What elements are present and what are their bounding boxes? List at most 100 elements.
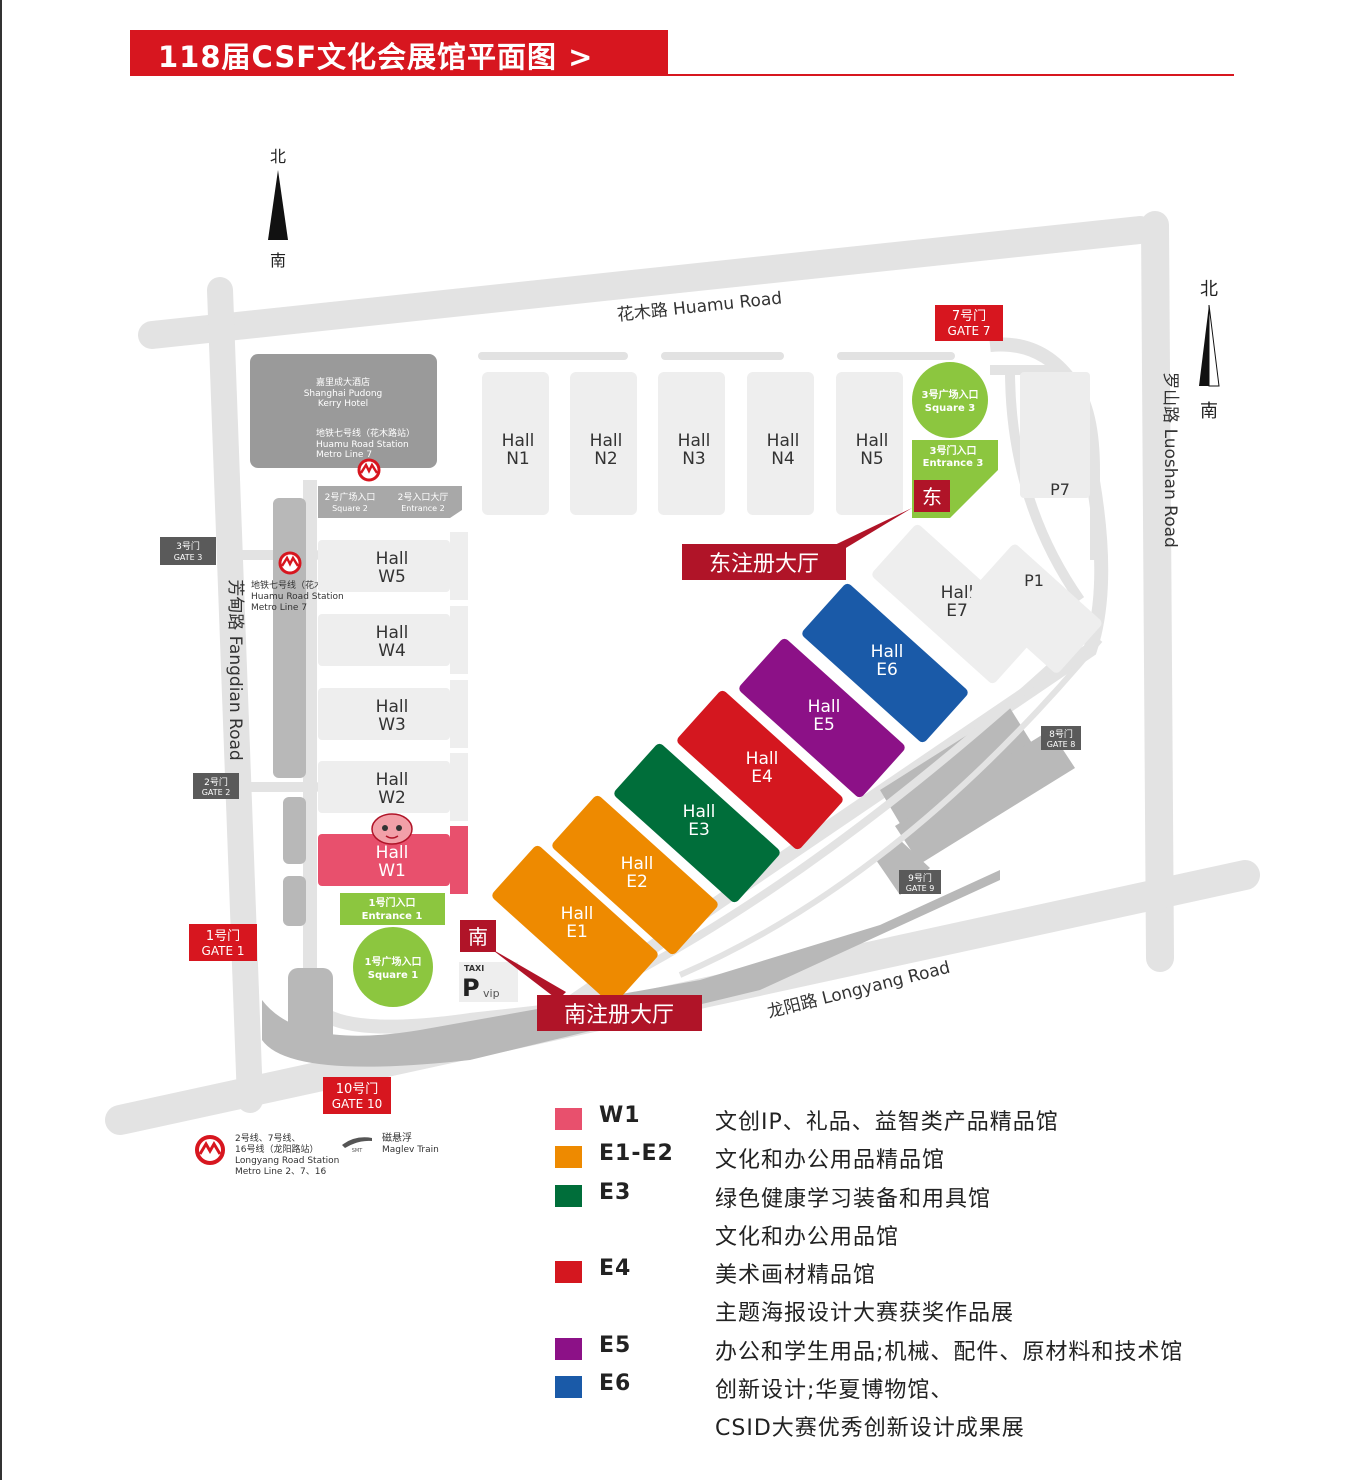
gate-1[interactable]: 1号门 GATE 1 <box>189 924 257 961</box>
gate9-en: GATE 9 <box>906 884 935 893</box>
gate8-cn: 8号门 <box>1049 728 1073 740</box>
gates: 1号门 GATE 1 2号门 GATE 2 3号门 GATE 3 7号门 GAT… <box>160 305 1081 1114</box>
gate7-en: GATE 7 <box>948 324 991 338</box>
square2-en: Square 2 <box>332 504 368 513</box>
metro-top-line2: Huamu Road Station <box>316 440 409 450</box>
legend-row: 主题海报设计大赛获奖作品展 <box>555 1294 1355 1332</box>
compass-top: 北 南 <box>268 147 288 270</box>
maglev-logo: SMT <box>352 1148 363 1154</box>
entrance1-cn: 1号门入口 <box>369 896 416 909</box>
square3: 3号广场入口 Square 3 <box>912 362 988 438</box>
metro-icon <box>357 458 381 482</box>
p1-label: P1 <box>1024 571 1044 590</box>
outer-arc-road <box>678 638 1103 978</box>
entrance1-en: Entrance 1 <box>362 911 423 922</box>
legend-code: E1-E2 <box>599 1141 674 1167</box>
legend-description: 文化和办公用品馆 <box>715 1224 900 1250</box>
legend-row: 文化和办公用品馆 <box>555 1218 1355 1256</box>
gate7-cn: 7号门 <box>952 309 986 324</box>
gate-2[interactable]: 2号门 GATE 2 <box>193 773 239 799</box>
legend-swatch <box>555 1184 582 1207</box>
gate2-cn: 2号门 <box>204 776 228 788</box>
east-char: 东 <box>922 485 942 509</box>
metro-left-line3: Metro Line 7 <box>251 603 307 613</box>
parking-p1-slab <box>969 544 1102 673</box>
gate-10[interactable]: 10号门 GATE 10 <box>323 1077 391 1114</box>
gate1-cn: 1号门 <box>206 929 240 944</box>
southeast-slabs <box>876 708 1075 895</box>
east-registration[interactable]: 东 东注册大厅 <box>682 480 950 580</box>
metro-top-line3: Metro Line 7 <box>316 450 372 460</box>
maglev: SMT 磁悬浮 Maglev Train <box>342 1131 439 1155</box>
legend-row: E6 创新设计;华夏博物馆、 <box>555 1371 1355 1409</box>
gate1-en: GATE 1 <box>202 944 245 958</box>
gate-9[interactable]: 9号门 GATE 9 <box>899 870 941 894</box>
maglev-cn: 磁悬浮 <box>382 1131 412 1144</box>
metro-left-line2: Huamu Road Station <box>251 592 344 602</box>
maglev-icon <box>342 1137 372 1148</box>
legend-description: 创新设计;华夏博物馆、 <box>715 1378 954 1404</box>
p7-label: P7 <box>1050 480 1070 499</box>
metro-bottom-line1: 2号线、7号线、 <box>235 1132 300 1144</box>
legend-swatch <box>555 1146 582 1169</box>
legend-description: 主题海报设计大赛获奖作品展 <box>715 1301 1015 1327</box>
south-registration[interactable]: 南 南注册大厅 <box>460 920 702 1031</box>
metro-bottom: 2号线、7号线、 16号线（龙阳路站） Longyang Road Statio… <box>195 1132 339 1177</box>
parking-p7: P7 <box>1020 372 1090 499</box>
gate-3[interactable]: 3号门 GATE 3 <box>160 537 216 565</box>
legend-description: 绿色健康学习装备和用具馆 <box>715 1186 992 1212</box>
square1: 1号广场入口 Square 1 <box>353 927 433 1007</box>
metro-top-line1: 地铁七号线（花木路站） <box>316 427 415 439</box>
legend-code: E3 <box>599 1179 632 1205</box>
parking-p-label: P <box>462 974 480 1002</box>
parking-p1: P1 <box>1024 571 1044 590</box>
metro-bottom-line3: Longyang Road Station <box>235 1156 339 1166</box>
compass-top-south: 南 <box>270 251 286 270</box>
gate-7[interactable]: 7号门 GATE 7 <box>935 305 1003 341</box>
square2-cn: 2号广场入口 <box>325 491 376 503</box>
legend-code: E6 <box>599 1371 632 1397</box>
metro-bottom-line4: Metro Line 2、7、16 <box>235 1167 326 1177</box>
square1-cn: 1号广场入口 <box>365 955 422 968</box>
legend-description: 文创IP、礼品、益智类产品精品馆 <box>715 1110 1059 1135</box>
maglev-en: Maglev Train <box>382 1145 439 1155</box>
title-underline <box>668 74 1234 76</box>
square3-cn: 3号广场入口 <box>922 388 979 401</box>
taxi-label: TAXI <box>464 964 484 973</box>
gate-8[interactable]: 8号门 GATE 8 <box>1041 726 1081 750</box>
page-title: 118届CSF文化会展馆平面图 > <box>158 40 594 74</box>
